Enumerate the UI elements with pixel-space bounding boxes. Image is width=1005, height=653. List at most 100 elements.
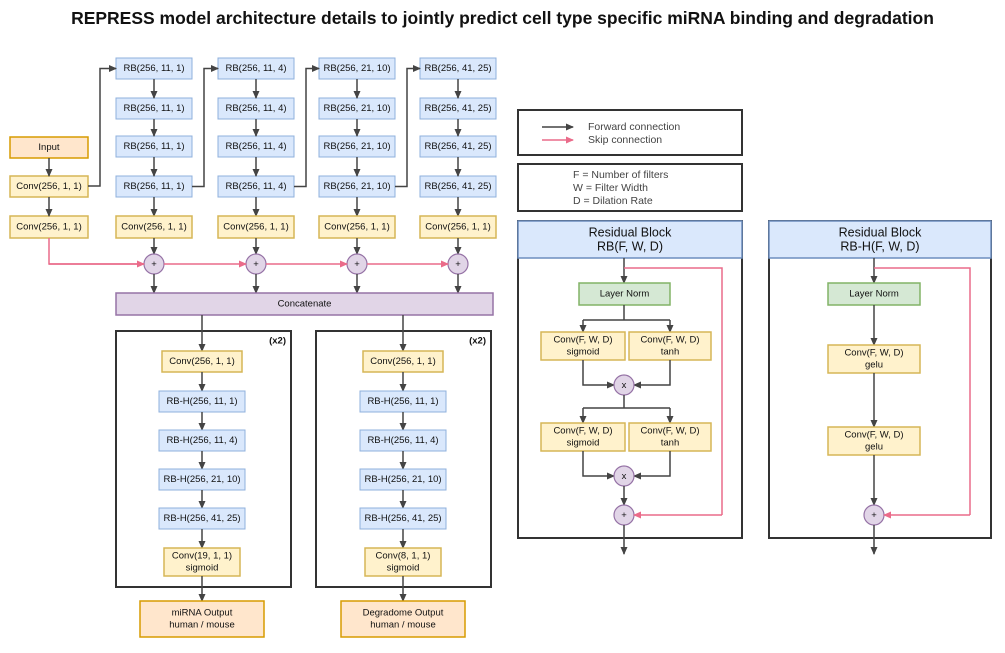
diagram-title: REPRESS model architecture details to jo… bbox=[71, 8, 934, 28]
skip-connection-line bbox=[48, 238, 144, 265]
residual-block-node-label: RB(256, 21, 10) bbox=[323, 181, 390, 192]
residual-block-node-label: RB(256, 21, 10) bbox=[323, 63, 390, 74]
head-residual-block-node-label: RB-H(256, 11, 4) bbox=[367, 435, 438, 446]
conv-gelu-node-label: gelu bbox=[865, 442, 883, 453]
residual-block-h-subtitle: RB-H(F, W, D) bbox=[840, 239, 919, 253]
residual-block-node-label: RB(256, 11, 1) bbox=[123, 63, 184, 74]
conv-gelu-node-label: Conv(F, W, D) bbox=[844, 348, 903, 359]
residual-block-node-label: RB(256, 11, 1) bbox=[123, 141, 184, 152]
gate-conv-tanh-node-label: Conv(F, W, D) bbox=[640, 335, 699, 346]
layer-norm-node-label: Layer Norm bbox=[600, 289, 650, 300]
skip-connection-line bbox=[624, 267, 723, 515]
plus-merge-icon-symbol: + bbox=[354, 259, 360, 270]
head-residual-block-node-label: RB-H(256, 41, 25) bbox=[364, 513, 441, 524]
head-conv-in-node-label: Conv(256, 1, 1) bbox=[169, 356, 234, 367]
residual-block-node-label: RB(256, 41, 25) bbox=[424, 103, 491, 114]
plus-merge-icon-symbol: + bbox=[455, 259, 461, 270]
gate-conv-sigmoid-node bbox=[540, 422, 626, 452]
definitions-box bbox=[517, 163, 743, 212]
output-node-label: miRNA Output bbox=[172, 608, 233, 619]
residual-block-node-label: RB(256, 41, 25) bbox=[424, 181, 491, 192]
stage-conv-node-label: Conv(256, 1, 1) bbox=[324, 222, 389, 233]
forward-connection-arrow bbox=[582, 451, 615, 480]
forward-connection-arrow bbox=[88, 65, 117, 187]
head-residual-block-node-label: RB-H(256, 21, 10) bbox=[163, 474, 240, 485]
residual-block-title: Residual Block bbox=[589, 225, 672, 239]
forward-connection-arrow bbox=[395, 65, 421, 188]
plus-merge-icon-symbol: + bbox=[253, 259, 259, 270]
gate-conv-tanh-node-label: tanh bbox=[661, 438, 680, 449]
gate-conv-sigmoid-node-label: sigmoid bbox=[567, 347, 600, 358]
head-residual-block-node-label: RB-H(256, 11, 1) bbox=[166, 396, 237, 407]
forward-connection-arrow bbox=[582, 360, 615, 389]
gate-conv-tanh-node bbox=[628, 422, 712, 452]
residual-block-node-label: RB(256, 41, 25) bbox=[424, 63, 491, 74]
multiply-gate-icon-symbol: x bbox=[622, 380, 627, 391]
definition-label: W = Filter Width bbox=[573, 182, 648, 194]
head-conv-out-node-label: sigmoid bbox=[387, 563, 420, 574]
residual-block-node-label: RB(256, 11, 4) bbox=[225, 141, 286, 152]
head-frame bbox=[115, 330, 292, 588]
output-node bbox=[340, 600, 466, 638]
plus-merge-icon-symbol: + bbox=[621, 510, 627, 521]
skip-connection-line bbox=[874, 267, 971, 515]
output-node bbox=[139, 600, 265, 638]
input-node-label: Input bbox=[38, 142, 59, 153]
stage-conv-node-label: Conv(256, 1, 1) bbox=[425, 222, 490, 233]
gate-conv-sigmoid-node-label: Conv(F, W, D) bbox=[553, 426, 612, 437]
residual-block-subtitle: RB(F, W, D) bbox=[597, 239, 663, 253]
concatenate-node bbox=[115, 292, 494, 316]
head-conv-out-node-label: Conv(19, 1, 1) bbox=[172, 551, 232, 562]
concatenate-label: Concatenate bbox=[278, 299, 332, 310]
head-residual-block-node-label: RB-H(256, 11, 1) bbox=[367, 396, 438, 407]
gate-conv-sigmoid-node-label: Conv(F, W, D) bbox=[553, 335, 612, 346]
conv-gelu-node bbox=[827, 344, 921, 374]
stage-conv-node-label: Conv(256, 1, 1) bbox=[223, 222, 288, 233]
stage-conv-node-label: Conv(256, 1, 1) bbox=[121, 222, 186, 233]
gate-conv-sigmoid-node-label: sigmoid bbox=[567, 438, 600, 449]
residual-block-node-label: RB(256, 21, 10) bbox=[323, 103, 390, 114]
definition-label: D = Dilation Rate bbox=[573, 195, 653, 207]
output-node-label: human / mouse bbox=[370, 620, 435, 631]
head-residual-block-node-label: RB-H(256, 41, 25) bbox=[163, 513, 240, 524]
residual-block-header bbox=[517, 220, 743, 259]
head-conv-in-node-label: Conv(256, 1, 1) bbox=[370, 356, 435, 367]
conv-gelu-node-label: gelu bbox=[865, 360, 883, 371]
forward-connection-arrow bbox=[633, 360, 671, 389]
gate-conv-tanh-node-label: tanh bbox=[661, 347, 680, 358]
gate-conv-tanh-node-label: Conv(F, W, D) bbox=[640, 426, 699, 437]
definition-label: F = Number of filters bbox=[573, 169, 668, 181]
layer-norm-node-label: Layer Norm bbox=[849, 289, 899, 300]
repeat-badge: (x2) bbox=[269, 336, 286, 347]
forward-connection-arrow bbox=[192, 65, 219, 188]
head-residual-block-node-label: RB-H(256, 11, 4) bbox=[166, 435, 237, 446]
forward-legend-label: Forward connection bbox=[588, 121, 680, 133]
repeat-badge: (x2) bbox=[469, 336, 486, 347]
residual-block-node-label: RB(256, 11, 1) bbox=[123, 181, 184, 192]
residual-block-node-label: RB(256, 11, 4) bbox=[225, 103, 286, 114]
stem-conv-2-node-label: Conv(256, 1, 1) bbox=[16, 222, 81, 233]
head-conv-out-node-label: sigmoid bbox=[186, 563, 219, 574]
conv-gelu-node bbox=[827, 426, 921, 456]
residual-block-node-label: RB(256, 11, 4) bbox=[225, 181, 286, 192]
output-node-label: Degradome Output bbox=[363, 608, 444, 619]
multiply-gate-icon-symbol: x bbox=[622, 471, 627, 482]
residual-block-node-label: RB(256, 41, 25) bbox=[424, 141, 491, 152]
residual-block-node-label: RB(256, 11, 1) bbox=[123, 103, 184, 114]
forward-connection-arrow bbox=[633, 451, 671, 480]
residual-block-node-label: RB(256, 11, 4) bbox=[225, 63, 286, 74]
residual-block-h-header bbox=[768, 220, 992, 259]
forward-connection-arrow bbox=[294, 65, 320, 188]
head-conv-out-node-label: Conv(8, 1, 1) bbox=[376, 551, 431, 562]
output-node-label: human / mouse bbox=[169, 620, 234, 631]
residual-block-node-label: RB(256, 21, 10) bbox=[323, 141, 390, 152]
plus-merge-icon-symbol: + bbox=[151, 259, 157, 270]
head-residual-block-node-label: RB-H(256, 21, 10) bbox=[364, 474, 441, 485]
conv-gelu-node-label: Conv(F, W, D) bbox=[844, 430, 903, 441]
gate-conv-tanh-node bbox=[628, 331, 712, 361]
residual-block-h-title: Residual Block bbox=[839, 225, 922, 239]
plus-merge-icon-symbol: + bbox=[871, 510, 877, 521]
skip-legend-label: Skip connection bbox=[588, 134, 662, 146]
legend-box bbox=[517, 109, 743, 156]
